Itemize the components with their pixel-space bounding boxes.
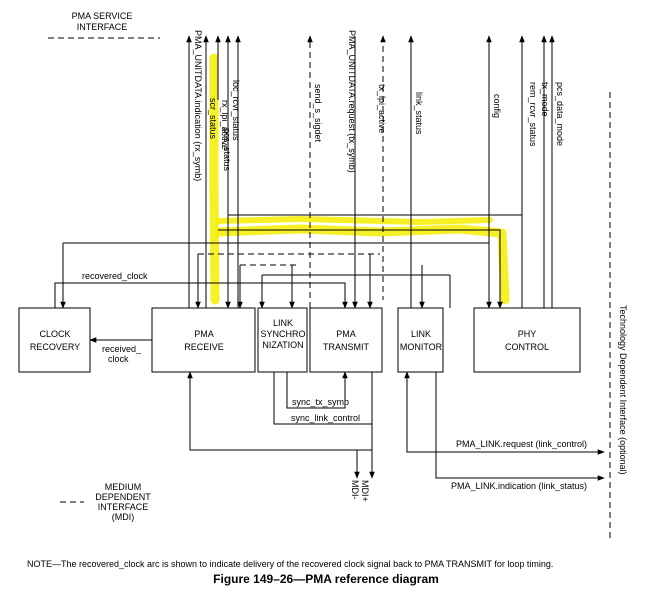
- sync-tx-symb-wire: [286, 371, 348, 409]
- svg-text:recovered_clock: recovered_clock: [82, 271, 148, 281]
- svg-text:received_: received_: [102, 344, 142, 354]
- phy-control-block: PHY CONTROL: [473, 307, 581, 373]
- technology-interface-label: Technology Dependent Interface (optional…: [609, 92, 628, 538]
- pma-transmit-block: PMA TRANSMIT: [309, 307, 383, 373]
- svg-text:tx_lpi_active: tx_lpi_active: [377, 84, 387, 134]
- svg-text:MDI+: MDI+: [360, 480, 370, 502]
- mdi-connection: MDI+ MDI-: [187, 371, 375, 502]
- svg-text:config: config: [492, 94, 502, 118]
- svg-text:PHY: PHY: [518, 329, 537, 339]
- svg-text:rx_lpi_active: rx_lpi_active: [220, 100, 230, 150]
- svg-text:MONITOR: MONITOR: [400, 342, 443, 352]
- svg-text:PMA_LINK.request (link_control: PMA_LINK.request (link_control): [456, 439, 587, 449]
- svg-text:rem_rcvr_status: rem_rcvr_status: [528, 82, 538, 147]
- received-clock: received_ clock: [89, 337, 152, 364]
- mdi-label: MEDIUM DEPENDENT INTERFACE (MDI): [60, 482, 151, 522]
- svg-text:Technology Dependent Interface: Technology Dependent Interface (optional…: [618, 305, 628, 475]
- recovered-clock-arc: recovered_clock: [54, 271, 348, 309]
- svg-text:PMA_LINK.indication (link_stat: PMA_LINK.indication (link_status): [451, 481, 587, 491]
- svg-text:link_status: link_status: [414, 92, 424, 135]
- clock-recovery-block: CLOCK RECOVERY: [18, 307, 91, 373]
- svg-text:PMA: PMA: [336, 329, 356, 339]
- svg-text:CONTROL: CONTROL: [505, 342, 549, 352]
- pma-link-request-wire: [404, 371, 605, 455]
- svg-text:send_s_sigdet: send_s_sigdet: [313, 84, 323, 143]
- pma-receive-block: PMA RECEIVE: [151, 307, 256, 373]
- svg-text:CLOCK: CLOCK: [39, 329, 70, 339]
- link-synchronization-block: LINK SYNCHRO NIZATION: [257, 307, 308, 373]
- pma-link-indication-wire: [435, 372, 605, 481]
- figure-caption: Figure 149–26—PMA reference diagram: [213, 572, 439, 586]
- svg-text:LINK: LINK: [273, 318, 293, 328]
- svg-text:loc_rcvr_status: loc_rcvr_status: [231, 80, 241, 141]
- svg-text:pcs_data_mode: pcs_data_mode: [555, 82, 565, 146]
- svg-text:DEPENDENT: DEPENDENT: [95, 492, 151, 502]
- svg-text:LINK: LINK: [411, 329, 431, 339]
- link-sync-outputs: sync_tx_symb sync_link_control: [273, 371, 373, 445]
- svg-text:NIZATION: NIZATION: [262, 340, 303, 350]
- scr-status-bus: [218, 229, 503, 309]
- highlight-strokes: [209, 53, 510, 305]
- link-monitor-block: LINK MONITOR: [397, 307, 444, 373]
- svg-text:MEDIUM: MEDIUM: [105, 482, 142, 492]
- svg-text:MDI-: MDI-: [350, 480, 360, 500]
- svg-text:RECOVERY: RECOVERY: [30, 342, 80, 352]
- svg-text:pcs_status: pcs_status: [222, 128, 232, 172]
- svg-text:sync_link_control: sync_link_control: [291, 413, 360, 423]
- svg-text:scr_status: scr_status: [208, 98, 218, 140]
- svg-text:INTERFACE: INTERFACE: [98, 502, 149, 512]
- service-signals: PMA_UNITDATA.indication (rx_symb) scr_st…: [186, 30, 565, 309]
- svg-text:(MDI): (MDI): [112, 512, 135, 522]
- mdi-receive-wire: [187, 371, 372, 451]
- svg-text:TRANSMIT: TRANSMIT: [323, 342, 370, 352]
- svg-text:PMA_UNITDATA.indication (rx_sy: PMA_UNITDATA.indication (rx_symb): [193, 30, 203, 181]
- svg-text:INTERFACE: INTERFACE: [77, 22, 128, 32]
- internal-buses: [60, 214, 522, 309]
- svg-text:PMA_UNITDATA.request (tx_symb): PMA_UNITDATA.request (tx_symb): [347, 30, 357, 173]
- svg-text:clock: clock: [108, 354, 129, 364]
- svg-text:PMA SERVICE: PMA SERVICE: [72, 11, 133, 21]
- svg-text:RECEIVE: RECEIVE: [184, 342, 224, 352]
- technology-signals: PMA_LINK.request (link_control) PMA_LINK…: [404, 371, 605, 491]
- svg-text:PMA: PMA: [194, 329, 214, 339]
- pma-service-interface-label: PMA SERVICE INTERFACE: [48, 11, 160, 39]
- figure-note: NOTE—The recovered_clock arc is shown to…: [27, 559, 553, 569]
- svg-text:sync_tx_symb: sync_tx_symb: [292, 397, 349, 407]
- svg-text:SYNCHRO: SYNCHRO: [260, 329, 305, 339]
- svg-text:tx_mode: tx_mode: [540, 82, 550, 117]
